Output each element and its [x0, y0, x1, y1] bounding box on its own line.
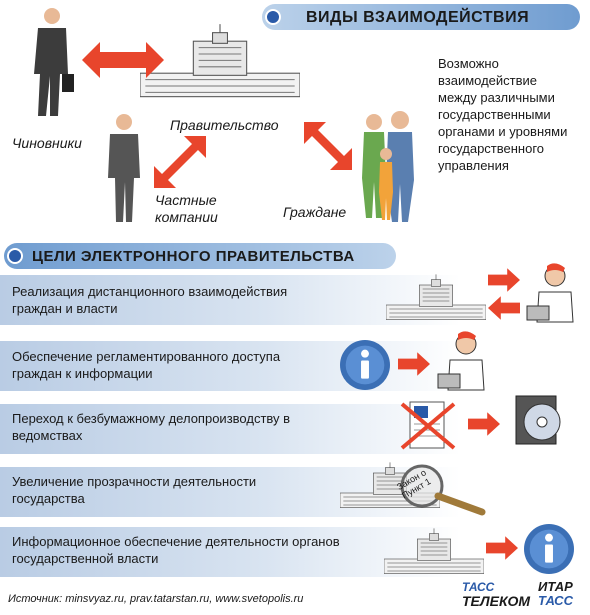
- source-credit: Источник: minsvyaz.ru, prav.tatarstan.ru…: [8, 593, 304, 605]
- goal-row-2: Обеспечение регламентированного доступа …: [0, 341, 590, 391]
- itar-tass-logo: ИТАР ТАСС: [538, 580, 573, 608]
- label-citizens: Граждане: [283, 204, 347, 220]
- family-citizens-icon: [362, 111, 414, 222]
- goal-text: Увеличение прозрачности деятельности гос…: [12, 474, 257, 506]
- arrow-citizens-government: [304, 122, 352, 170]
- interaction-description: Возможно взаимодействие между различными…: [438, 56, 568, 173]
- section-title: ЦЕЛИ ЭЛЕКТРОННОГО ПРАВИТЕЛЬСТВА: [32, 248, 355, 265]
- logo-tass: ТАСС: [462, 580, 495, 594]
- person-laptop-icon: [437, 331, 485, 391]
- arrow-right-icon: [486, 536, 518, 560]
- label-private-text: Частные компании: [155, 192, 218, 225]
- logo-itar: ИТАР: [538, 579, 573, 594]
- goal-text: Реализация дистанционного взаимодействия…: [12, 284, 288, 316]
- goal-text: Информационное обеспечение деятельности …: [12, 534, 340, 566]
- crossed-document-icon: [400, 401, 456, 450]
- arrow-right-icon: [468, 412, 500, 436]
- goal-row-3: Переход к безбумажному делопроизводству …: [0, 404, 590, 454]
- logo-tass: ТАСС: [538, 593, 573, 608]
- arrow-officials-government: [82, 42, 164, 78]
- label-officials: Чиновники: [12, 135, 82, 151]
- section-header-interaction: ВИДЫ ВЗАИМОДЕЙСТВИЯ: [262, 4, 580, 30]
- section-title: ВИДЫ ВЗАИМОДЕЙСТВИЯ: [306, 9, 530, 26]
- arrow-private-government: [154, 136, 206, 188]
- goal-text: Обеспечение регламентированного доступа …: [12, 349, 281, 381]
- magnifier-icon: [400, 464, 486, 516]
- bullet-icon: [7, 248, 23, 264]
- bullet-icon: [265, 9, 281, 25]
- person-laptop-icon: [526, 263, 574, 323]
- logo-telecom: ТЕЛЕКОМ: [462, 593, 530, 609]
- cd-disc-icon: [515, 395, 561, 445]
- goal-row-4: Увеличение прозрачности деятельности гос…: [0, 467, 590, 517]
- arrow-left-icon: [488, 296, 520, 320]
- government-building-icon: [140, 23, 300, 98]
- arrow-right-icon: [488, 268, 520, 292]
- info-icon: [524, 524, 574, 574]
- government-building-icon: [386, 274, 486, 320]
- businessman-phone-icon: [108, 114, 140, 222]
- government-building-icon: [384, 527, 484, 575]
- info-icon: [340, 340, 390, 390]
- official-person-icon: [34, 8, 74, 116]
- goal-text: Переход к безбумажному делопроизводству …: [12, 411, 291, 443]
- label-government: Правительство: [170, 117, 279, 133]
- section-header-goals: ЦЕЛИ ЭЛЕКТРОННОГО ПРАВИТЕЛЬСТВА: [4, 243, 396, 269]
- tass-telecom-logo: ТАСС ТЕЛЕКОМ: [462, 580, 530, 608]
- arrow-right-icon: [398, 352, 430, 376]
- label-private-companies: Частные компании: [155, 192, 235, 226]
